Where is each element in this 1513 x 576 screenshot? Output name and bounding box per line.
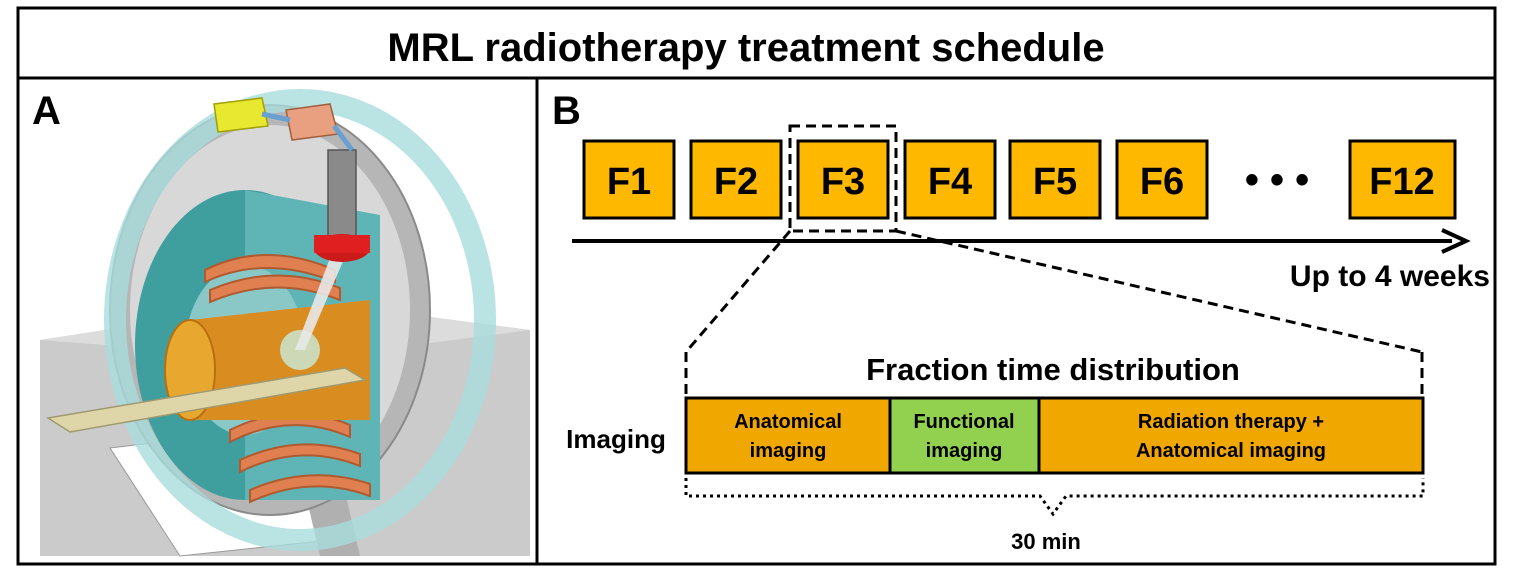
fraction-label-f2: F2	[714, 161, 758, 203]
imaging-row-label: Imaging	[566, 424, 666, 454]
distribution-title: Fraction time distribution	[866, 352, 1240, 387]
zoom-line-right	[895, 229, 1423, 354]
timeline-arrowhead	[1441, 228, 1471, 254]
segment-radiation-therapy	[1037, 396, 1425, 475]
fraction-label-f4: F4	[928, 161, 972, 203]
fraction-box-f2	[689, 139, 783, 220]
segment-anatomical-line2: imaging	[750, 440, 827, 462]
zoom-line-left	[684, 230, 792, 353]
duration-brace	[684, 478, 1425, 517]
segment-functional-line1: Functional	[913, 411, 1014, 433]
fraction-box-f3	[796, 139, 890, 220]
figure-title: MRL radiotherapy treatment schedule	[387, 26, 1104, 70]
timeline-label: Up to 4 weeks	[1290, 260, 1490, 293]
panel-a-label: A	[32, 89, 61, 133]
segment-anatomical-line1: Anatomical	[734, 411, 842, 433]
panel-b-label: B	[552, 89, 581, 133]
segment-radiation-line2: Anatomical imaging	[1136, 440, 1326, 462]
segment-radiation-line1: Radiation therapy +	[1138, 411, 1324, 433]
fraction-boxes: F1 F2 F3 F4 F5 F6 • • • F12	[582, 139, 1457, 220]
segment-functional-line2: imaging	[926, 440, 1003, 462]
selected-fraction-highlight	[788, 124, 898, 233]
duration-label: 30 min	[1011, 529, 1081, 554]
fraction-box-f1	[582, 139, 676, 220]
fraction-ellipsis: • • •	[1245, 158, 1309, 202]
outer-border	[16, 6, 1497, 566]
fraction-label-f12: F12	[1369, 161, 1434, 203]
fraction-label-f5: F5	[1033, 161, 1077, 203]
fraction-box-f12	[1348, 139, 1457, 220]
fraction-box-f5	[1008, 139, 1102, 220]
fraction-label-f1: F1	[607, 161, 651, 203]
mrl-machine-illustration	[40, 89, 530, 557]
fraction-label-f6: F6	[1140, 161, 1184, 203]
fraction-label-f3: F3	[821, 161, 865, 203]
time-distribution-bar: Anatomical imaging Functional imaging Ra…	[684, 396, 1425, 475]
fraction-box-f4	[903, 139, 997, 220]
fraction-box-f6	[1115, 139, 1209, 220]
